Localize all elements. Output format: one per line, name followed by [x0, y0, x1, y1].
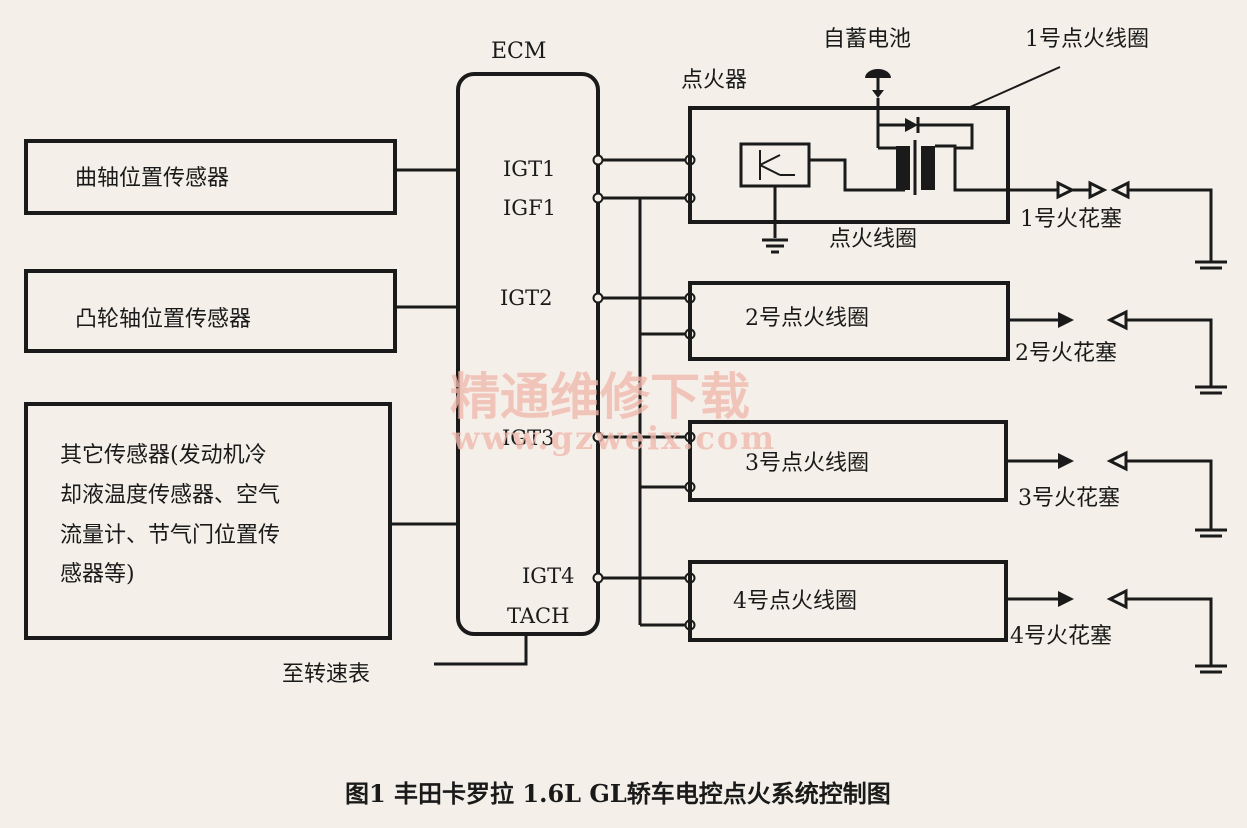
- coil-label: 点火线圈: [829, 227, 917, 252]
- spark-plug-4: 4号火花塞: [1006, 588, 1227, 674]
- sensor-block-camshaft: 凸轮轴位置传感器: [24, 269, 397, 353]
- other-sensors-line-3: 流量计、节气门位置传: [60, 523, 280, 548]
- coil1-pointer-label: 1号点火线圈: [1025, 27, 1149, 52]
- battery-label: 自蓄电池: [823, 27, 911, 52]
- tach-label: 至转速表: [282, 662, 370, 687]
- coil-2-label: 2号点火线圈: [745, 306, 869, 331]
- other-sensors-line-2: 却液温度传感器、空气: [60, 483, 280, 508]
- spark-plug-3: 3号火花塞: [1006, 450, 1227, 538]
- ecm-unit: ECM IGT1 IGF1 IGT2 IGT3 IGT4 TACH: [456, 39, 600, 636]
- sensor-label-camshaft: 凸轮轴位置传感器: [75, 307, 251, 332]
- spark-plug-3-label: 3号火花塞: [1018, 486, 1120, 511]
- igniter-module-icon: [739, 142, 905, 254]
- sensor-block-other: 其它传感器(发动机冷 却液温度传感器、空气 流量计、节气门位置传 感器等): [24, 402, 392, 640]
- pin-igt3: IGT3: [502, 426, 554, 450]
- sensor-label-crankshaft: 曲轴位置传感器: [75, 166, 229, 191]
- igniter-assembly: 点火器 自蓄电池 1号点火线圈: [681, 27, 1149, 254]
- spark-plug-2: 2号火花塞: [1008, 309, 1227, 395]
- coil-windings-icon: [878, 117, 1040, 195]
- spark-plug-4-label: 4号火花塞: [1010, 624, 1112, 649]
- pin-igf1: IGF1: [503, 196, 556, 220]
- ecm-title: ECM: [491, 39, 546, 64]
- igniter-label: 点火器: [681, 68, 747, 93]
- watermark-line-2: www.gzweix.com: [451, 419, 776, 457]
- pin-igt1: IGT1: [503, 157, 555, 181]
- other-sensors-line-4: 感器等): [60, 562, 135, 587]
- pin-igt4: IGT4: [522, 564, 574, 588]
- ecm-output-wiring: [592, 154, 696, 631]
- pin-tach: TACH: [507, 604, 569, 628]
- spark-plug-2-label: 2号火花塞: [1015, 341, 1117, 366]
- coil-3-label: 3号点火线圈: [745, 451, 869, 476]
- coil-2-block: 2号点火线圈: [688, 281, 1010, 361]
- coil-4-label: 4号点火线圈: [733, 589, 857, 614]
- sensor-block-crankshaft: 曲轴位置传感器: [24, 139, 397, 215]
- watermark: 精通维修下载 www.gzweix.com: [450, 367, 776, 457]
- tach-output: 至转速表: [282, 634, 528, 687]
- sensor-wires: [390, 168, 458, 526]
- spark-plug-1-label: 1号火花塞: [1020, 207, 1122, 232]
- pin-igt2: IGT2: [500, 286, 552, 310]
- other-sensors-line-1: 其它传感器(发动机冷: [60, 443, 267, 468]
- spark-plug-1: 1号火花塞: [1020, 180, 1227, 270]
- coil-4-block: 4号点火线圈: [688, 560, 1008, 642]
- watermark-line-1: 精通维修下载: [450, 367, 750, 426]
- battery-ground-icon: [865, 69, 891, 148]
- figure-caption: 图1 丰田卡罗拉 1.6L GL轿车电控点火系统控制图: [345, 779, 891, 808]
